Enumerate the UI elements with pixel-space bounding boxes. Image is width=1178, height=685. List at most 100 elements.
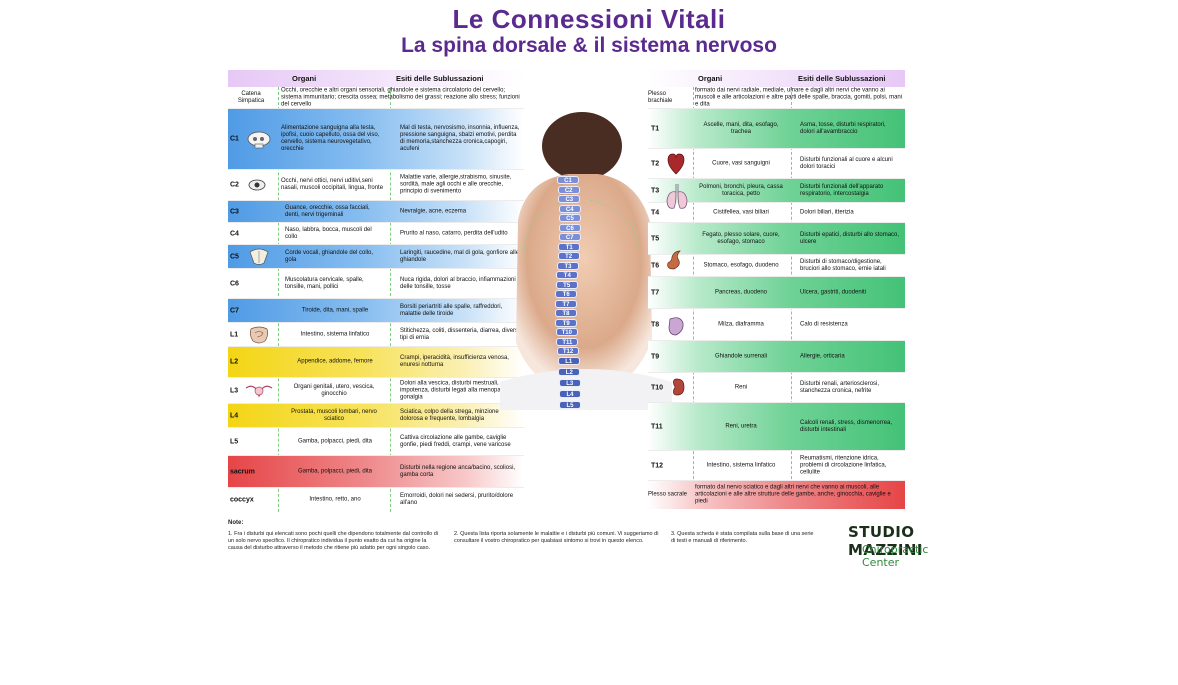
row-l5: L5 Gamba, polpacci, piedi, dita Cattiva … xyxy=(228,428,524,456)
row-organi: Appendice, addome, femore xyxy=(297,358,373,365)
vertebra-t5: T5 xyxy=(555,280,578,289)
row-organi: Fegato, plesso solare, cuore, esofago, s… xyxy=(702,231,780,245)
row-organi: Intestino, sistema linfatico xyxy=(706,462,776,468)
subtitle: La spina dorsale & il sistema nervoso xyxy=(401,34,777,57)
row-t7: T7 Pancreas, duodeno Ulcera, gastriti, d… xyxy=(648,277,905,309)
esiti-header: Esiti delle Sublussazioni xyxy=(396,74,484,83)
vertebra-c4: C4 xyxy=(558,204,581,213)
larynx-icon xyxy=(246,248,272,269)
row-esiti: Emorroidi, dolori nei sedersi, prurito/d… xyxy=(400,493,514,506)
row-label: C3 xyxy=(230,208,239,215)
row-t12: T12 Intestino, sistema linfatico Reumati… xyxy=(648,451,905,481)
row-organi: Cuore, vasi sanguigni xyxy=(712,160,770,166)
stomach-icon xyxy=(664,249,688,274)
row-label: C6 xyxy=(230,280,239,287)
vertebra-t1: T1 xyxy=(558,242,581,251)
row-esiti: Reumatismi, ritenzione idrica, problemi … xyxy=(800,455,887,475)
vertebra-t3: T3 xyxy=(556,261,579,270)
row-esiti: Mal di testa, nervosismo, insonnia, infl… xyxy=(400,125,520,152)
vertebra-t8: T8 xyxy=(555,309,578,317)
vertebra-t7: T7 xyxy=(555,299,578,308)
row-c5: C5 Corde vocali, ghiandole del collo, go… xyxy=(228,245,524,269)
row-organi: Occhi, nervi ottici, nervi uditivi,seni … xyxy=(281,178,384,191)
row-organi: Cistifellea, vasi biliari xyxy=(713,209,769,215)
vertebra-l2: L2 xyxy=(558,367,581,376)
vertebra-t2: T2 xyxy=(557,252,580,260)
vertebra-t9: T9 xyxy=(555,318,578,327)
row-label: L3 xyxy=(230,387,239,394)
organi-header: Organi xyxy=(698,74,723,83)
row-t3: T3 Polmoni, bronchi, pleura, cassa torac… xyxy=(648,179,905,209)
row-esiti: Laringiti, raucedine, mal di gola, gonfi… xyxy=(400,249,520,263)
row-label: C7 xyxy=(230,307,239,314)
spleen-icon xyxy=(666,315,686,340)
row-label: T11 xyxy=(651,423,663,430)
logo-tagline: Chiropractic Center xyxy=(862,543,929,569)
row-organi: formato dal nervo sciatico e dagli altri… xyxy=(695,484,891,505)
row-organi: Reni, uretra xyxy=(725,423,757,429)
row-organi: Intestino, retto, ano xyxy=(309,496,361,503)
row-organi: Prostata, muscoli lombari, nervo sciatic… xyxy=(291,408,377,422)
row-organi: Ghiandole surrenali xyxy=(714,353,768,359)
row-organi: Polmoni, bronchi, pleura, cassa toracica… xyxy=(699,183,783,197)
row-esiti: Stitichezza, coliti, dissenteria, diarre… xyxy=(400,327,520,341)
uterus-icon xyxy=(244,384,274,401)
row-organi: Intestino, sistema linfatico xyxy=(300,331,370,337)
row-organi: Organi genitali, utero, vescica, ginocch… xyxy=(293,383,375,397)
row-label: L4 xyxy=(230,412,239,419)
vertebra-c7: C7 xyxy=(558,233,581,241)
row-t10: T10 Reni Disturbi renali, arterioscleros… xyxy=(648,373,905,403)
row-esiti: Nevralgie, acne, eczema xyxy=(400,208,467,214)
row-label: T2 xyxy=(651,160,660,167)
row-label: L5 xyxy=(230,438,239,445)
vertebra-c2: C2 xyxy=(557,185,580,194)
lungs-icon xyxy=(665,182,689,215)
row-c3: C3 Guance, orecchie, ossa facciali, dent… xyxy=(228,201,524,223)
row-organi: Ascelle, mani, dita, esofago, trachea xyxy=(703,121,779,135)
row-esiti: Disturbi di stomaco/digestione, bruciori… xyxy=(800,258,886,272)
row-t4: T4 Cistifellea, vasi biliari Dolori bili… xyxy=(648,203,905,223)
row-esiti: Allergie, orticaria xyxy=(800,353,845,359)
row-esiti: Crampi, iperacidità, insufficienza venos… xyxy=(400,355,509,368)
row-label: T1 xyxy=(651,125,660,132)
row-coccyx: coccyx Intestino, retto, ano Emorroidi, … xyxy=(228,488,524,512)
row-organi: Gamba, polpacci, piedi, dita xyxy=(297,438,373,444)
row-label: C4 xyxy=(230,230,239,237)
row-esiti: Asma, tosse, disturbi respiratori, dolor… xyxy=(800,121,886,135)
row-esiti: Calo di resistenza xyxy=(800,321,848,327)
row-t2: T2 Cuore, vasi sanguigni Disturbi funzio… xyxy=(648,149,905,179)
row-t1: T1 Ascelle, mani, dita, esofago, trachea… xyxy=(648,109,905,149)
row-t11: T11 Reni, uretra Calcoli renali, stress,… xyxy=(648,403,905,451)
row-esiti: Cattiva circolazione alle gambe, cavigli… xyxy=(400,434,511,448)
vertebra-t12: T12 xyxy=(557,347,580,355)
row-plesso-sacrale: Plesso sacrale formato dal nervo sciatic… xyxy=(648,481,905,509)
row-organi: Corde vocali, ghiandole del collo, gola xyxy=(285,249,374,263)
row-organi: Alimentazione sanguigna alla testa, ipof… xyxy=(281,125,380,152)
studio-mazzini-logo: STUDIO MAZZINI Chiropractic Center xyxy=(848,520,948,569)
row-esiti: Prurito al naso, catarro, perdita dell'u… xyxy=(400,230,508,236)
row-label: Catena Simpatica xyxy=(237,90,265,104)
row-organi: Tiroide, dita, mani, spalle xyxy=(301,307,369,313)
back-illustration xyxy=(500,112,672,410)
row-c1: C1 Alimentazione sanguigna alla testa, i… xyxy=(228,109,524,170)
vertebra-l3: L3 xyxy=(558,378,581,387)
row-label: T3 xyxy=(651,187,660,194)
eye-icon xyxy=(248,179,266,194)
organi-header: Organi xyxy=(292,74,317,83)
main-title: Le Connessioni Vitali xyxy=(452,4,726,34)
note-2: 2. Questa lista riporta solamente le mal… xyxy=(454,531,659,544)
logo-name: STUDIO MAZZINI xyxy=(848,523,923,559)
row-label: C1 xyxy=(230,135,239,143)
left-table: Organi Esiti delle Sublussazioni Catena … xyxy=(228,70,524,512)
row-label: Plesso brachiale xyxy=(648,90,673,104)
row-c4: C4 Naso, labbra, bocca, muscoli del coll… xyxy=(228,223,524,245)
row-t8: T8 Milza, diaframma Calo di resistenza xyxy=(648,309,905,341)
row-esiti: Disturbi nella regione anca/bacino, scol… xyxy=(400,464,516,478)
vertebra-l5: L5 xyxy=(558,400,581,409)
row-organi: formato dai nervi radiale, mediale, ulna… xyxy=(695,87,903,107)
row-label: T9 xyxy=(651,353,660,360)
row-organi: Milza, diaframma xyxy=(718,321,764,327)
row-label: T8 xyxy=(651,321,660,328)
row-l3: L3 Organi genitali, utero, vescica, gino… xyxy=(228,378,524,404)
row-esiti: Malattie varie, allergie,strabismo, sinu… xyxy=(400,174,512,195)
